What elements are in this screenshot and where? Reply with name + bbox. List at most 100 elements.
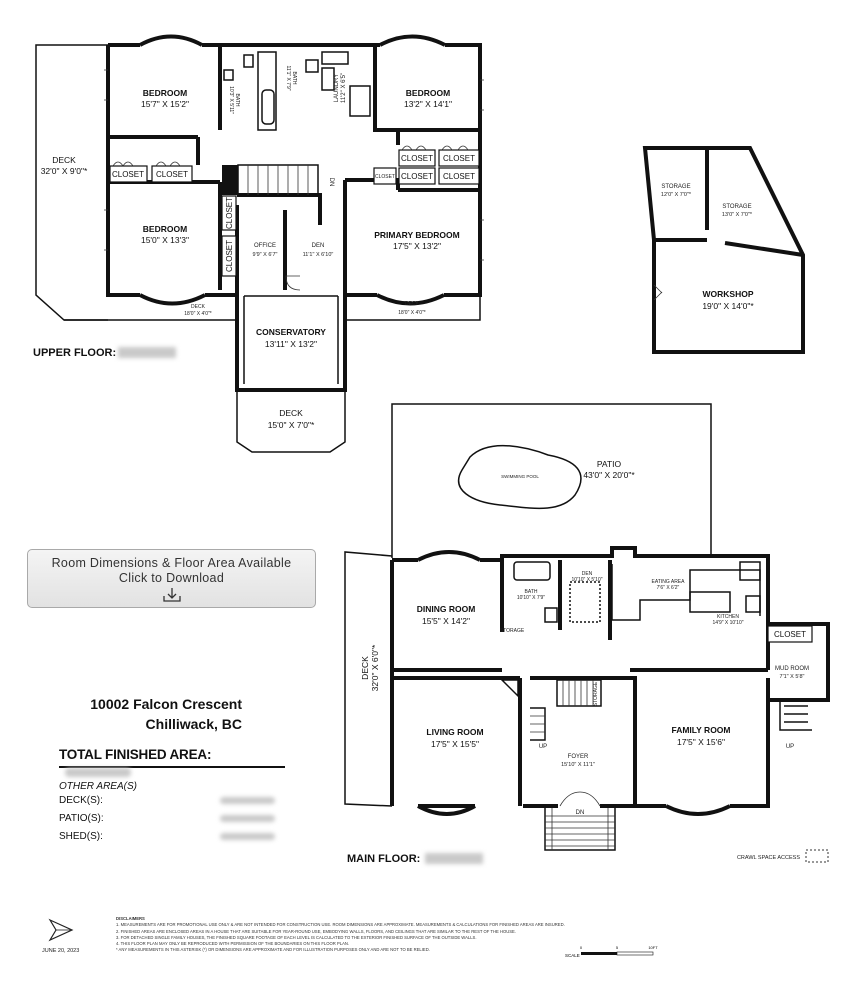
patio-area-redacted <box>220 815 275 822</box>
bedroom-2-name: BEDROOM <box>406 88 450 98</box>
family-room-name: FAMILY ROOM <box>671 725 730 735</box>
deck-area-row: DECK(S): <box>59 792 285 810</box>
storage-main: STORAGE <box>593 681 599 706</box>
deck-upper-bottom-right-name: DECK <box>405 301 420 307</box>
closet-upper-6: CLOSET <box>443 172 475 181</box>
disclaimer-line: 4. THIS FLOOR PLAN MAY ONLY BE REPRODUCE… <box>116 941 350 947</box>
crawl-space-label: CRAWL SPACE ACCESS <box>737 855 800 861</box>
disclaimer-block: DISCLAIMERS 1. MEASUREMENTS ARE FOR PROM… <box>116 916 656 954</box>
side-up-label: UP <box>786 744 794 750</box>
workshop-name: WORKSHOP <box>703 289 754 299</box>
download-line-1: Room Dimensions & Floor Area Available <box>51 556 292 570</box>
closet-upper-7: CLOSET <box>375 174 395 180</box>
kitchen-dims: 14'9" X 10'10" <box>712 620 743 626</box>
scale-bar: SCALE 0 5 10FT <box>565 945 658 958</box>
storage-1-name: STORAGE <box>661 184 690 190</box>
closet-upper-3: CLOSET <box>401 154 433 163</box>
bedroom-3-dims: 15'0" X 13'3" <box>141 235 189 245</box>
den-upper-dims: 11'1" X 6'10" <box>303 252 334 258</box>
deck-upper-left-name: DECK <box>52 155 76 165</box>
deck-area-redacted <box>220 797 275 804</box>
north-arrow-icon <box>48 918 74 942</box>
closet-upper-9: CLOSET <box>225 240 234 272</box>
shed-plan: STORAGE 12'0" X 7'0"* STORAGE 13'0" X 7'… <box>642 146 805 354</box>
bath-upper-2-name: BATH <box>234 94 240 107</box>
stair-dn-upper: DN <box>328 178 334 187</box>
main-floor-plan <box>344 403 830 863</box>
primary-bedroom-name: PRIMARY BEDROOM <box>374 230 459 240</box>
laundry-name: LAUNDRY <box>334 74 340 103</box>
dining-room-name: DINING ROOM <box>417 604 476 614</box>
bedroom-3-name: BEDROOM <box>143 224 187 234</box>
total-finished-area-row: TOTAL FINISHED AREA: <box>59 746 285 778</box>
deck-conservatory-dims: 15'0" X 7'0"* <box>268 420 315 430</box>
deck-upper-bottom-left-dims: 18'0" X 4'0"* <box>184 311 211 317</box>
conservatory-name: CONSERVATORY <box>256 327 326 337</box>
foyer-name: FOYER <box>568 754 589 760</box>
deck-upper-left-dims: 32'0" X 9'0"* <box>41 166 88 176</box>
main-floor-labels: PATIO 43'0" X 20'0"* SWIMMING POOL DININ… <box>347 459 809 865</box>
closet-upper-2: CLOSET <box>156 170 188 179</box>
storage-2-name: STORAGE <box>722 204 751 210</box>
bedroom-1-dims: 15'7" X 15'2" <box>141 99 189 109</box>
primary-bedroom-dims: 17'5" X 13'2" <box>393 241 441 251</box>
main-floor-label: MAIN FLOOR: <box>347 853 420 865</box>
address-line-1: 10002 Falcon Crescent <box>90 696 242 712</box>
laundry-dims: 11'2" X 6'5" <box>341 73 347 103</box>
upper-floor-labels: DECK 32'0" X 9'0"* BEDROOM 15'7" X 15'2"… <box>33 65 475 430</box>
den-main-name: DEN <box>582 571 593 577</box>
scale-tick-5: 5 <box>616 945 619 950</box>
scale-tick-10: 10FT <box>648 945 658 950</box>
patio-area-label: PATIO(S): <box>59 813 104 824</box>
mud-room-dims: 7'1" X 5'8" <box>780 674 805 680</box>
bath-upper-2-dims: 10'3" X 5'11" <box>228 86 234 114</box>
closet-upper-8: CLOSET <box>225 197 234 229</box>
upper-floor-area-redacted <box>118 347 176 358</box>
front-dn-label: DN <box>576 810 585 816</box>
den-main-dims: 10'10" X 5'10" <box>571 577 602 583</box>
bath-main-name: BATH <box>525 589 538 595</box>
property-address: 10002 Falcon Crescent Chilliwack, BC <box>60 694 242 734</box>
bath-upper-1-dims: 11'1" X 7'9" <box>285 65 291 90</box>
bedroom-2-dims: 13'2" X 14'1" <box>404 99 452 109</box>
download-floor-area-button[interactable]: Room Dimensions & Floor Area Available C… <box>27 549 316 608</box>
patio-name: PATIO <box>597 459 622 469</box>
living-room-dims: 17'5" X 15'5" <box>431 739 479 749</box>
dining-room-dims: 15'5" X 14'2" <box>422 616 470 626</box>
disclaimer-line: 2. FINISHED AREAS ARE ENCLOSED AREAS IN … <box>116 928 517 934</box>
address-line-2: Chilliwack, BC <box>145 716 242 732</box>
patio-area-row: PATIO(S): <box>59 810 285 828</box>
deck-main-name: DECK <box>360 656 370 680</box>
closet-upper-4: CLOSET <box>443 154 475 163</box>
bedroom-1-name: BEDROOM <box>143 88 187 98</box>
closet-main: CLOSET <box>774 630 806 639</box>
storage-1-dims: 12'0" X 7'0"* <box>661 192 692 198</box>
shed-area-label: SHED(S): <box>59 831 103 842</box>
scale-label: SCALE <box>565 953 580 958</box>
pool-label: SWIMMING POOL <box>501 474 539 479</box>
shed-area-row: SHED(S): <box>59 828 285 846</box>
foyer-dims: 15'10" X 11'1" <box>561 762 595 768</box>
deck-main-dims: 32'0" X 6'0"* <box>370 644 380 691</box>
upper-floor-plan <box>35 34 484 453</box>
closet-upper-5: CLOSET <box>401 172 433 181</box>
disclaimer-line: 3. FOR DETACHED SINGLE FAMILY HOUSES, TH… <box>116 934 477 940</box>
upper-floor-label: UPPER FLOOR: <box>33 347 116 359</box>
mud-room-name: MUD ROOM <box>775 666 809 672</box>
area-summary: TOTAL FINISHED AREA: OTHER AREA(S) DECK(… <box>59 746 285 846</box>
workshop-dims: 19'0" X 14'0"* <box>702 301 754 311</box>
patio-dims: 43'0" X 20'0"* <box>583 470 635 480</box>
stair-up-label: UP <box>539 744 547 750</box>
storage-2-dims: 13'0" X 7'0"* <box>722 212 753 218</box>
disclaimer-title: DISCLAIMERS <box>116 916 145 921</box>
other-areas-label: OTHER AREA(S) <box>59 781 137 792</box>
bath-upper-1-name: BATH <box>291 72 297 85</box>
scale-tick-0: 0 <box>580 945 583 950</box>
office-name: OFFICE <box>254 243 276 249</box>
kitchen-name: KITCHEN <box>717 614 739 620</box>
deck-conservatory-name: DECK <box>279 408 303 418</box>
eating-area-dims: 7'6" X 6'2" <box>657 585 680 591</box>
disclaimer-line: 1. MEASUREMENTS ARE FOR PROMOTIONAL USE … <box>116 922 565 928</box>
bath-main-dims: 10'10" X 7'9" <box>517 595 545 601</box>
